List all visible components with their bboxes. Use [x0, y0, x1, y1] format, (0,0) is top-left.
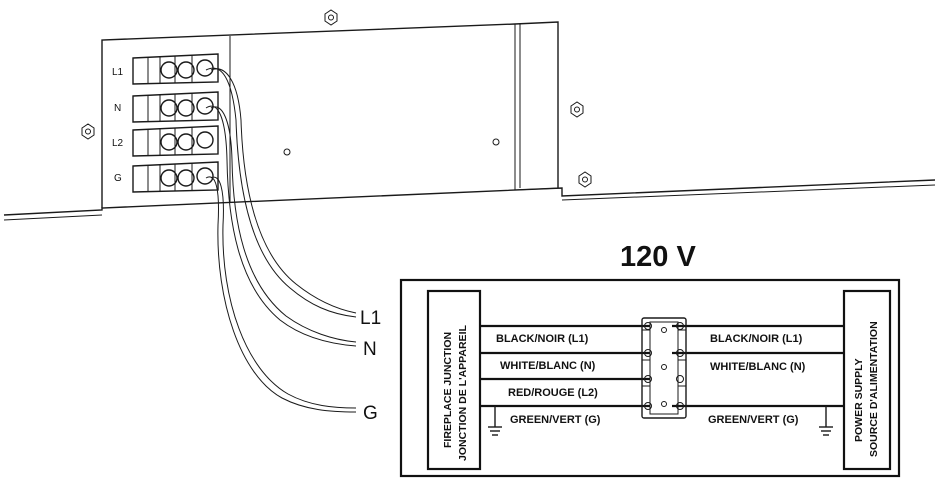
left-wire-white: WHITE/BLANC (N) — [500, 360, 596, 372]
power-supply-box — [842, 289, 892, 471]
left-wire-lines — [480, 324, 650, 408]
voltage-title: 120 V — [620, 241, 696, 273]
terminal-row-l1 — [132, 53, 219, 85]
right-wire-green: GREEN/VERT (G) — [708, 414, 799, 426]
lead-label-n: N — [363, 339, 377, 360]
terminal-label-l2: L2 — [112, 138, 124, 149]
nut-right-lower-icon — [578, 171, 592, 188]
power-supply-label-fr: SOURCE D'ALIMENTATION — [868, 321, 880, 457]
terminal-label-n: N — [114, 103, 121, 114]
nut-left-icon — [81, 123, 95, 140]
left-wire-green: GREEN/VERT (G) — [510, 414, 601, 426]
lead-label-g: G — [363, 403, 378, 424]
terminal-label-g: G — [114, 173, 122, 184]
junction-box — [101, 21, 563, 208]
terminal-label-l1: L1 — [112, 67, 124, 78]
terminal-row-n — [132, 91, 219, 123]
right-wire-lines — [672, 324, 844, 408]
right-wire-white: WHITE/BLANC (N) — [710, 361, 806, 373]
terminal-row-l2 — [132, 125, 219, 157]
fireplace-junction-label: FIREPLACE JUNCTION — [442, 332, 454, 448]
ground-left-icon — [488, 406, 502, 436]
left-wire-black: BLACK/NOIR (L1) — [496, 333, 589, 345]
power-supply-label: POWER SUPPLY — [853, 358, 865, 442]
ground-right-icon — [819, 406, 833, 436]
schematic-frame — [399, 278, 901, 478]
lead-label-l1: L1 — [360, 308, 381, 329]
nut-right-upper-icon — [570, 101, 584, 118]
fireplace-junction-box — [426, 289, 482, 471]
terminal-strip — [641, 317, 687, 419]
terminal-row-g — [132, 161, 219, 193]
right-wire-black: BLACK/NOIR (L1) — [710, 333, 803, 345]
left-wire-red: RED/ROUGE (L2) — [508, 387, 598, 399]
base-plate — [3, 179, 936, 221]
nut-top-icon — [324, 9, 338, 26]
lead-wires — [205, 67, 357, 413]
terminal-block: L1 N L2 G — [112, 53, 219, 193]
fireplace-junction-label-fr: JONCTION DE L'APPAREIL — [457, 325, 469, 461]
